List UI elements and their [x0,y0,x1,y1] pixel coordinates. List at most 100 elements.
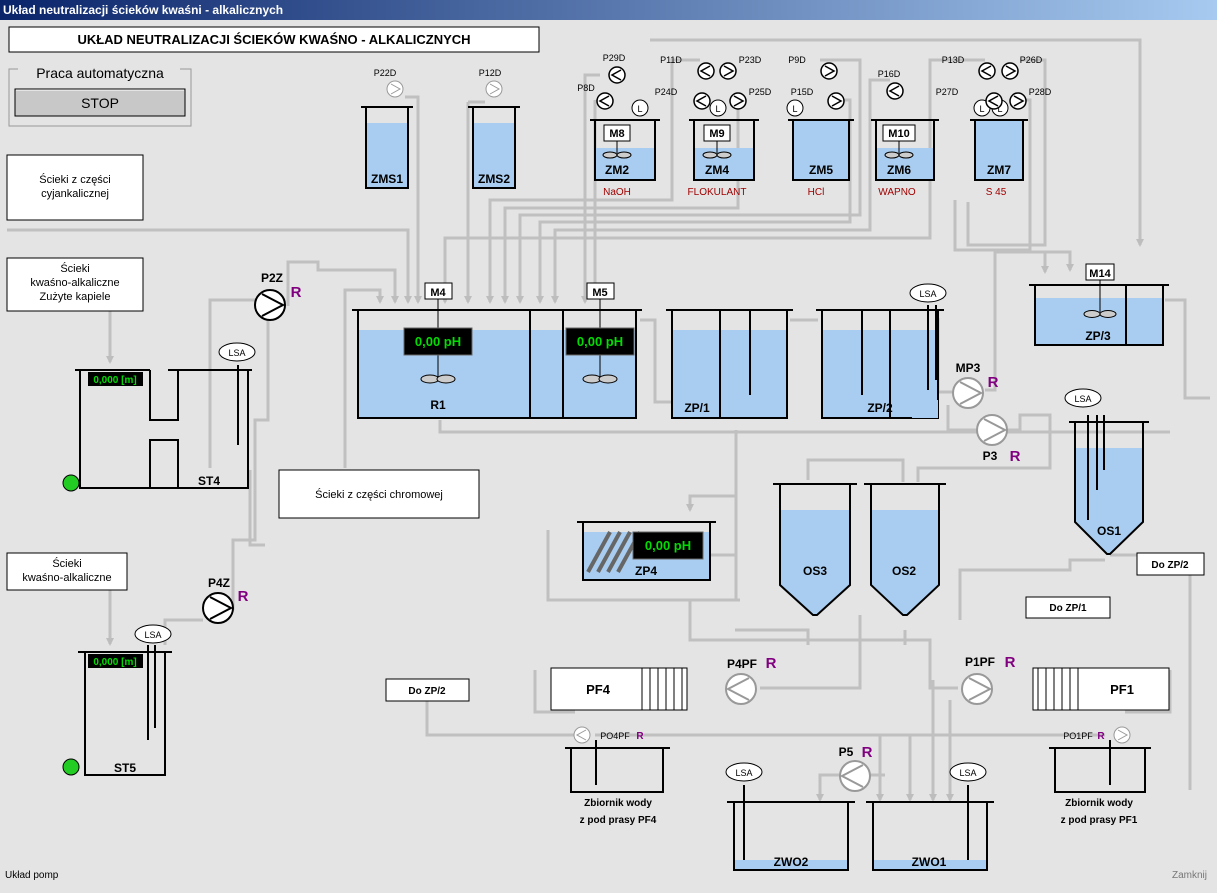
pump-po4pf[interactable] [573,726,591,744]
tank-zms2[interactable]: ZMS2 [468,106,520,189]
tank-water-pf1[interactable] [1049,740,1151,793]
pump-p23d-label: P23D [739,55,762,65]
tank-os2[interactable]: OS2 [864,483,946,616]
mode-label: Praca automatyczna [36,65,164,81]
process-diagram: UKŁAD NEUTRALIZACJI ŚCIEKÓW KWAŚNO - ALK… [6,26,1210,871]
pump-p9d[interactable] [820,62,838,80]
pump-mp3-label: MP3 [956,361,981,375]
pump-p11d[interactable] [697,62,715,80]
lsa-zwo1-label: LSA [959,768,976,778]
pump-p26d-label: P26D [1020,55,1043,65]
tank-zm5[interactable]: ZM5 [788,119,854,181]
filter-press-pf4[interactable]: PF4 [550,667,688,711]
ph-r1-value: 0,00 pH [415,334,461,349]
pump-p25d[interactable] [729,92,747,110]
pump-p4pf[interactable] [725,673,757,705]
pump-p24d[interactable] [693,92,711,110]
lsa-st4-label: LSA [228,348,245,358]
pump-po1pf-label: PO1PF [1063,731,1093,741]
source-acid-alkaline-2-line2: kwaśno-alkaliczne [22,572,111,584]
page-title: UKŁAD NEUTRALIZACJI ŚCIEKÓW KWAŚNO - ALK… [77,32,470,47]
pump-p27d[interactable] [985,92,1003,110]
lsa-zwo1[interactable] [949,762,987,782]
lsa-st5[interactable] [134,624,172,644]
link-do-zp2-left[interactable]: Do ZP/2 [385,678,470,702]
level-sensor-zm5 [786,99,804,117]
ph-m5-display [565,327,635,356]
lsa-zp2[interactable] [909,283,947,303]
stop-button[interactable]: STOP [14,88,186,117]
ph-m5-value: 0,00 pH [577,334,623,349]
pump-p1pf[interactable] [961,673,993,705]
pump-p22d[interactable] [386,80,404,98]
pump-p4z-label: P4Z [208,576,230,590]
pump-p23d[interactable] [719,62,737,80]
tank-zm7[interactable]: ZM7 [970,119,1028,181]
tank-zm2[interactable]: M8 ZM2 [590,119,660,181]
source-chrome-label: Ścieki z części chromowej [315,488,443,501]
mixer-m5-label: M5 [592,287,607,299]
source-acid-alkaline-2 [6,552,128,591]
filter-press-pf1[interactable]: PF1 [1032,667,1170,711]
pump-p9d-label: P9D [788,55,806,65]
pump-p12d[interactable] [485,80,503,98]
pump-p25d-label: P25D [749,87,772,97]
source-acid-alkaline-line2: kwaśno-alkaliczne [30,277,119,289]
pump-system-link[interactable]: Układ pomp [5,870,59,881]
link-do-zp2-right[interactable]: Do ZP/2 [1136,552,1205,576]
tank-zwo2[interactable]: ZWO2 [727,785,855,871]
pump-p29d[interactable] [608,66,626,84]
tank-zm6[interactable]: M10 ZM6 [871,119,939,181]
pump-p15d[interactable] [827,92,845,110]
pump-mp3[interactable] [952,377,984,409]
close-link[interactable]: Zamknij [1172,870,1208,881]
pump-p4pf-label: P4PF [727,657,757,671]
pump-p16d[interactable] [886,82,904,100]
level-sensor-zm4-label: L [715,104,720,114]
stop-button-label: STOP [81,95,119,111]
tank-zm4[interactable]: M9 ZM4 [689,119,759,181]
tank-st5[interactable]: LSA 0,000 [m] ST5 [78,624,172,776]
source-cyanide-line1: Ścieki z części [39,173,111,186]
level-sensor-zm7-a-label: L [979,104,984,114]
level-sensor-zm2-label: L [637,104,642,114]
pump-p13d[interactable] [978,62,996,80]
pump-po4pf-remote: R [636,731,644,742]
tank-st4[interactable]: LSA 0,000 [m] ST4 [75,342,256,489]
mixer-m8-label: M8 [609,128,624,140]
tank-zp1[interactable]: ZP/1 [666,309,793,419]
pump-p3[interactable] [976,414,1008,446]
level-sensor-zm2 [631,99,649,117]
pump-p4z[interactable] [202,592,234,624]
tank-zp3[interactable]: M14 ZP/3 [1029,263,1169,346]
lsa-zwo2[interactable] [725,762,763,782]
pump-p11d-label: P11D [660,55,682,65]
link-do-zp2-right-label: Do ZP/2 [1151,560,1189,571]
tank-os3-label: OS3 [803,564,827,578]
tank-water-pf4-line2: z pod prasy PF4 [580,815,657,826]
tank-water-pf4[interactable] [565,740,670,793]
level-st4-display [88,372,143,386]
tank-zwo1[interactable]: ZWO1 [866,785,994,871]
pump-po1pf[interactable] [1113,726,1131,744]
ph-zp4-display [632,531,704,560]
tank-zms1[interactable]: ZMS1 [361,106,413,189]
pump-p8d[interactable] [596,92,614,110]
tank-os3[interactable]: OS3 [773,483,857,616]
pump-p26d[interactable] [1001,62,1019,80]
pump-po4pf-label: PO4PF [600,731,630,741]
link-do-zp1[interactable]: Do ZP/1 [1025,596,1111,619]
pump-p2z[interactable] [254,289,286,321]
pump-p5[interactable] [839,760,871,792]
pump-p13d-label: P13D [942,55,965,65]
chem-naoh: NaOH [603,187,631,198]
lsa-os1[interactable] [1064,388,1102,408]
pump-p2z-label: P2Z [261,271,283,285]
tank-zp2[interactable]: ZP/2 [816,305,944,419]
window-title: Układ neutralizacji ścieków kwaśni - alk… [0,0,1217,20]
tank-os1[interactable]: OS1 [1069,415,1149,555]
source-acid-alkaline [6,257,144,312]
lsa-st4[interactable] [218,342,256,362]
pump-p28d[interactable] [1009,92,1027,110]
pump-po1pf-remote: R [1097,731,1105,742]
